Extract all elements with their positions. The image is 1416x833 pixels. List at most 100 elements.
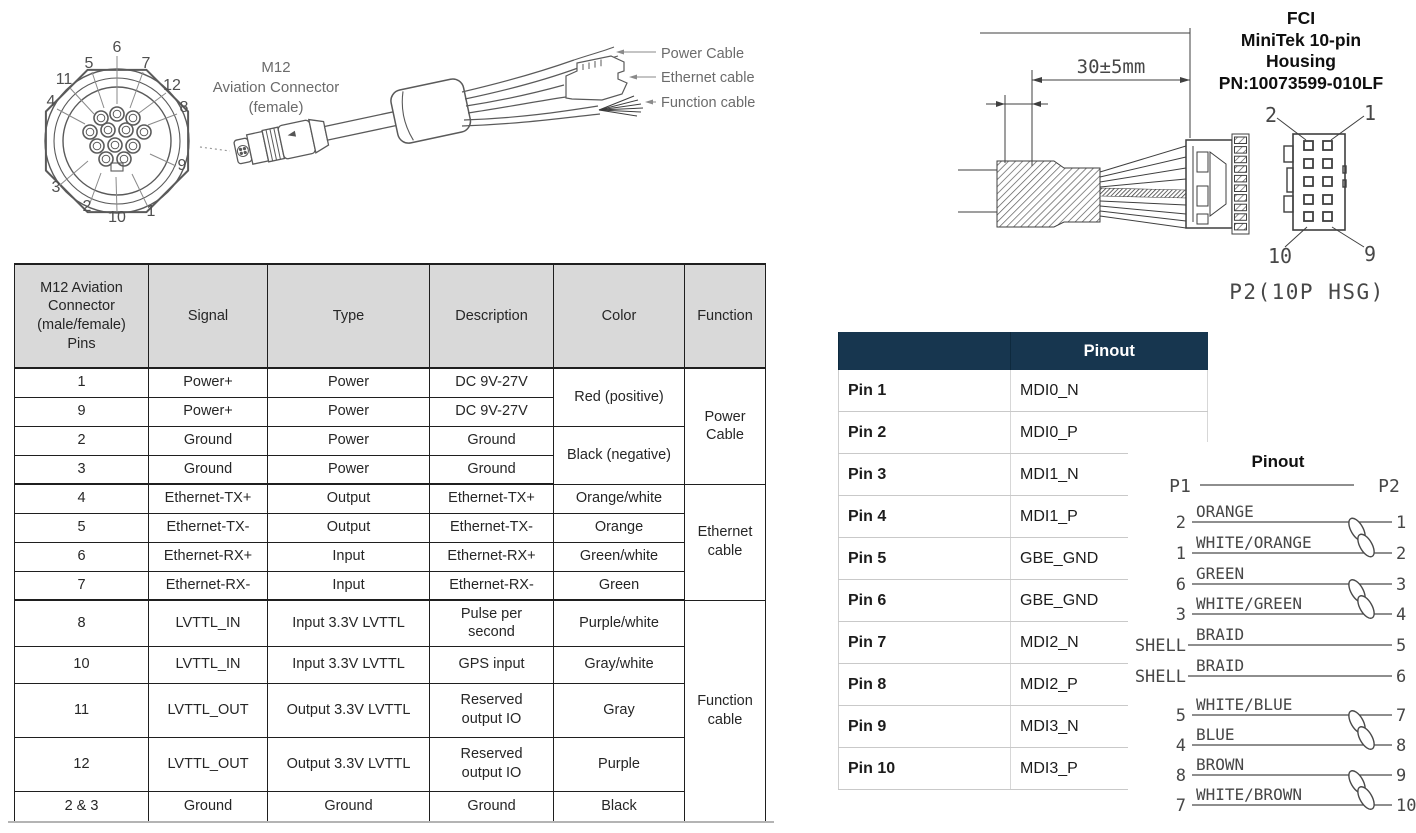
pinout-pin: Pin 6: [838, 579, 1011, 622]
wire-color: GREEN: [1196, 564, 1244, 583]
pin-label-12: 12: [163, 77, 181, 94]
dotted-leader: [199, 146, 231, 152]
pinout-pin: Pin 2: [838, 411, 1011, 454]
cell-type: Output 3.3V LVTTL: [267, 736, 430, 792]
cell-desc: Ethernet-RX-: [429, 570, 554, 601]
wire-color: ORANGE: [1196, 502, 1254, 521]
m12-title-line1: M12: [261, 59, 290, 76]
wire-from: SHELL: [1135, 667, 1186, 687]
pinout-header-title: Pinout: [1010, 332, 1208, 370]
cell-color: Green/white: [553, 541, 685, 572]
cell-color: Black: [553, 790, 685, 822]
table-row: 3 Ground Power Ground: [14, 454, 766, 485]
cable-breakout: [461, 46, 644, 127]
pin-label-11: 11: [56, 71, 73, 88]
cell-color: Purple/white: [553, 599, 685, 647]
p2-caption: P2(10P HSG): [1229, 280, 1385, 304]
cell-signal: LVTTL_OUT: [148, 736, 268, 792]
cell-desc: Ground: [429, 790, 554, 822]
cell-color-black: Black (negative): [553, 425, 685, 485]
p2-pin9-label: 9: [1364, 242, 1376, 266]
cell-type: Output: [267, 483, 430, 514]
table-row: 2 & 3 Ground Ground Ground Black: [14, 790, 766, 822]
cell-color: Orange/white: [553, 483, 685, 514]
table-row: 11 LVTTL_OUT Output 3.3V LVTTL Reserved …: [14, 682, 766, 738]
cell-desc: Pulse per second: [429, 599, 554, 647]
cell-function-power: Power Cable: [684, 367, 766, 485]
pin-label-2: 2: [83, 198, 92, 215]
cell-pin: 3: [14, 454, 149, 485]
cell-type: Power: [267, 454, 430, 485]
wire-from: 2: [1176, 513, 1186, 533]
m12-side-view: [233, 78, 472, 165]
cell-color: Orange: [553, 512, 685, 543]
cell-desc: DC 9V-27V: [429, 396, 554, 427]
cell-signal: Ground: [148, 790, 268, 822]
table-row: 4 Ethernet-TX+ Output Ethernet-TX+ Orang…: [14, 483, 766, 601]
cell-signal: LVTTL_IN: [148, 645, 268, 684]
cell-desc: Ethernet-TX+: [429, 483, 554, 514]
fci-title-line4: PN:10073599-010LF: [1218, 72, 1384, 93]
cell-signal: Power+: [148, 367, 268, 398]
keyway-notch: [110, 162, 124, 172]
pinout-pin: Pin 1: [838, 370, 1011, 412]
cell-desc: Ground: [429, 454, 554, 485]
p1-p2-wiring-diagram: Pinout P1 P2 2 1 6 3 SHELL SHELL 5 4 8: [1128, 442, 1416, 832]
ethernet-cable-label: Ethernet cable: [661, 70, 755, 86]
cell-color: Gray: [553, 682, 685, 738]
wire-to: 6: [1396, 667, 1406, 687]
cell-signal: Power+: [148, 396, 268, 427]
col-header-description: Description: [429, 263, 554, 369]
table-row: 6 Ethernet-RX+ Input Ethernet-RX+ Green/…: [14, 541, 766, 572]
wire-to: 8: [1396, 736, 1406, 756]
cell-desc: Reserved output IO: [429, 736, 554, 792]
cell-desc: Ethernet-RX+: [429, 541, 554, 572]
wire-to: 10: [1396, 796, 1416, 816]
shield-braid-bundle: [1099, 187, 1187, 199]
cell-color-red: Red (positive): [553, 367, 685, 427]
pin-label-7: 7: [142, 55, 151, 72]
pin-label-3: 3: [52, 179, 61, 196]
p2-pin1-label: 1: [1364, 101, 1376, 125]
pinout-pin: Pin 9: [838, 705, 1011, 748]
cell-pin: 12: [14, 736, 149, 792]
pin-label-6: 6: [113, 39, 122, 56]
cell-type: Power: [267, 425, 430, 456]
pin-label-5: 5: [85, 55, 94, 72]
pinout-header-row: Pinout: [838, 332, 1208, 370]
pin-label-10: 10: [108, 209, 126, 226]
cell-type: Power: [267, 396, 430, 427]
cell-pin: 8: [14, 599, 149, 647]
pinout-pin: Pin 8: [838, 663, 1011, 706]
m12-title-line2: Aviation Connector: [213, 79, 339, 96]
table-row: 8 LVTTL_IN Input 3.3V LVTTL Pulse per se…: [14, 599, 766, 821]
table-row: 12 LVTTL_OUT Output 3.3V LVTTL Reserved …: [14, 736, 766, 792]
m12-pins: [82, 106, 152, 167]
wire-color: WHITE/ORANGE: [1196, 533, 1312, 552]
cable-label-leaders: [616, 49, 656, 105]
cell-function-ethernet: Ethernet cable: [684, 483, 766, 601]
pin-label-4: 4: [47, 93, 56, 110]
wire-color: WHITE/BLUE: [1196, 695, 1292, 714]
pinout-pin: Pin 5: [838, 537, 1011, 580]
cell-signal: LVTTL_OUT: [148, 682, 268, 738]
pinout-signal: MDI0_N: [1010, 370, 1208, 412]
cell-pin: 9: [14, 396, 149, 427]
p2-pin2-label: 2: [1265, 103, 1277, 127]
crimp-contacts: [1234, 136, 1247, 231]
wire-from: 5: [1176, 706, 1186, 726]
table-row: 7 Ethernet-RX- Input Ethernet-RX- Green: [14, 570, 766, 601]
cell-desc: Ethernet-TX-: [429, 512, 554, 543]
fci-housing-title: FCI MiniTek 10-pin Housing PN:10073599-0…: [1203, 8, 1399, 94]
wire-color: WHITE/BROWN: [1196, 785, 1302, 804]
function-cable-label: Function cable: [661, 95, 755, 111]
pin-label-8: 8: [180, 99, 189, 116]
cell-signal: Ethernet-TX+: [148, 483, 268, 514]
cell-pin: 7: [14, 570, 149, 601]
cell-desc: DC 9V-27V: [429, 367, 554, 398]
cell-type: Input 3.3V LVTTL: [267, 645, 430, 684]
wire-from: 6: [1176, 575, 1186, 595]
pinout-pin: Pin 10: [838, 747, 1011, 790]
